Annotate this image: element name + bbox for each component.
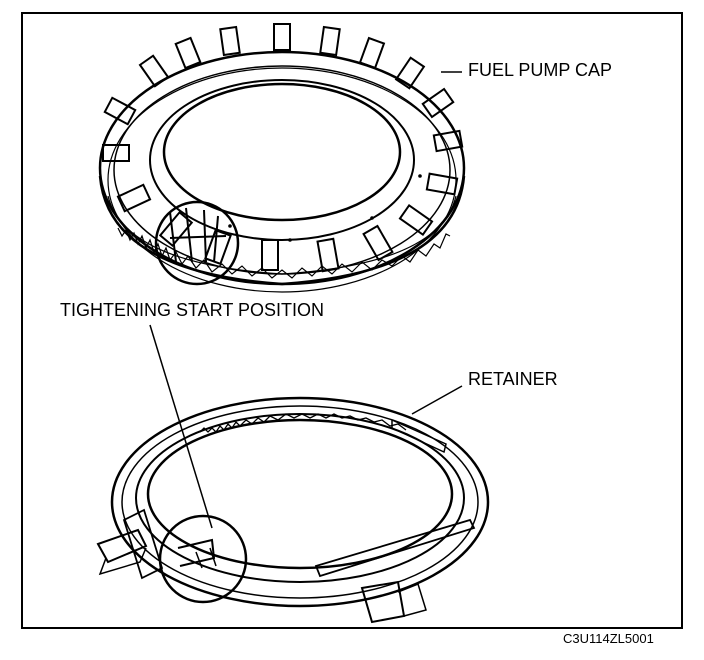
figure-code: C3U114ZL5001 — [563, 631, 654, 646]
fuel-pump-cap-label: FUEL PUMP CAP — [468, 60, 613, 80]
retainer-drawing — [96, 396, 490, 624]
fuel-pump-cap-drawing — [98, 23, 466, 293]
leader-tightening — [149, 324, 213, 529]
leader-lines — [149, 71, 463, 529]
leader-retainer — [411, 385, 463, 415]
figure-frame — [21, 12, 683, 629]
tightening-start-position-label: TIGHTENING START POSITION — [60, 300, 325, 320]
retainer-label: RETAINER — [468, 369, 558, 389]
